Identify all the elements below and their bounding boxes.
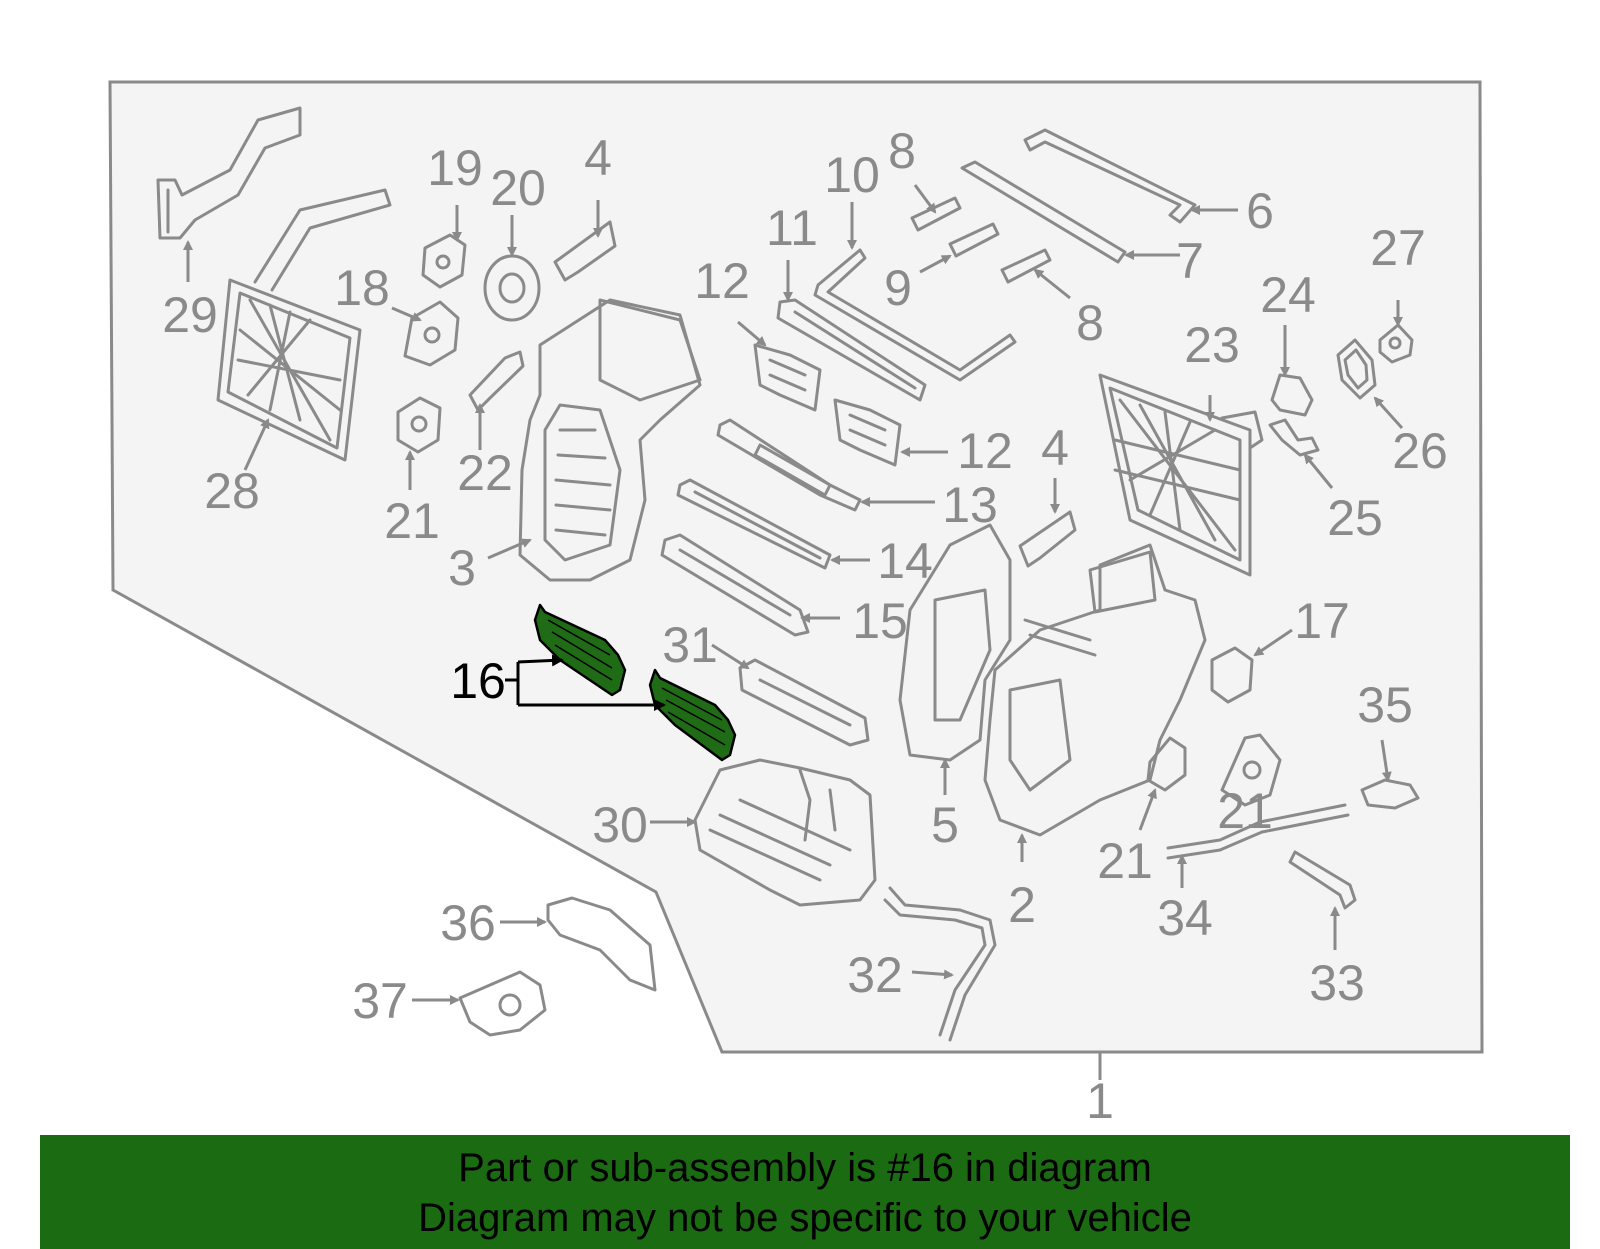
callout-21-b: 21 [1097,833,1153,889]
part-25-clip[interactable] [1268,418,1320,457]
callout-25: 25 [1327,490,1383,546]
callout-15: 15 [852,593,908,649]
callout-33: 33 [1309,955,1365,1011]
part-21-actuator-a[interactable] [396,396,442,454]
part-31-door[interactable] [738,658,870,747]
callout-18: 18 [334,260,390,316]
info-banner: Part or sub-assembly is #16 in diagram D… [40,1135,1570,1249]
callout-7: 7 [1176,233,1204,289]
part-9-seal[interactable] [948,222,1000,258]
callout-35: 35 [1357,677,1413,733]
part-21-actuator-c[interactable] [1220,733,1282,807]
part-14-door[interactable] [676,478,832,570]
callout-1: 1 [1086,1073,1114,1129]
callout-6: 6 [1246,183,1274,239]
callout-8-b: 8 [1076,295,1104,351]
callout-29: 29 [162,287,218,343]
part-13-door[interactable] [716,418,862,512]
assembly-panel [108,80,1484,1054]
part-8-seal-a[interactable] [910,196,962,232]
callout-11: 11 [766,200,818,256]
banner-line-1: Part or sub-assembly is #16 in diagram [458,1146,1152,1190]
callout-24: 24 [1260,267,1316,323]
part-36-duct[interactable] [546,896,657,992]
part-10-seal[interactable] [813,248,1017,382]
callout-13: 13 [942,477,998,533]
part-4-bracket-b[interactable] [1018,510,1077,568]
callout-32: 32 [847,947,903,1003]
part-33-tube[interactable] [1288,850,1357,910]
part-34-drain-tube[interactable] [1166,803,1350,860]
part-3-case[interactable] [518,298,702,582]
callout-20: 20 [490,160,546,216]
part-19-actuator[interactable] [421,233,467,289]
callout-12-a: 12 [694,253,750,309]
callout-21-c: 21 [1217,783,1273,839]
callout-16: 16 [450,653,506,709]
callout-16-leader [505,654,666,711]
callout-22: 22 [457,445,513,501]
callout-labels: 1 2 3 4 4 5 6 7 8 8 9 10 11 12 12 13 14 … [162,123,1448,1129]
part-28-heater-core[interactable] [216,188,392,462]
part-26-gasket[interactable] [1336,338,1377,400]
callout-17: 17 [1294,593,1350,649]
part-6-gasket[interactable] [1023,128,1197,224]
part-32-hose[interactable] [883,886,997,1042]
callout-23: 23 [1184,317,1240,373]
callout-5: 5 [931,797,959,853]
callout-12-b: 12 [957,423,1013,479]
part-29-bracket[interactable] [156,106,302,240]
callout-28: 28 [204,463,260,519]
part-16-door-lower[interactable] [648,668,737,762]
callout-10: 10 [824,147,880,203]
part-8-seal-b[interactable] [1000,248,1052,284]
part-12-door-b[interactable] [833,398,902,467]
part-5-case-half[interactable] [898,523,1012,762]
part-18-actuator[interactable] [403,300,460,367]
callout-3: 3 [448,540,476,596]
part-37-actuator[interactable] [458,970,547,1037]
callout-36: 36 [440,895,496,951]
callout-8-a: 8 [888,123,916,179]
part-23-evaporator[interactable] [1098,373,1264,577]
callout-14: 14 [877,533,933,589]
callout-9: 9 [884,260,912,316]
callout-4-a: 4 [584,130,612,186]
callout-37: 37 [352,973,408,1029]
part-16-door-upper[interactable] [533,603,627,697]
callout-26: 26 [1392,423,1448,479]
banner-line-2: Diagram may not be specific to your vehi… [418,1196,1192,1240]
part-17-actuator[interactable] [1210,646,1254,704]
part-30-lower-case[interactable] [693,758,877,907]
callout-21-a: 21 [384,493,440,549]
part-15-door[interactable] [660,533,810,637]
callout-34: 34 [1157,890,1213,946]
callout-4-b: 4 [1041,420,1069,476]
callout-27: 27 [1370,220,1426,276]
part-21-actuator-b[interactable] [1146,736,1187,792]
callout-31: 31 [662,617,718,673]
leader-lines [183,184,1404,1005]
part-2-main-case[interactable] [983,543,1207,837]
callout-19: 19 [427,140,483,196]
part-12-door-a[interactable] [753,343,822,412]
callout-30: 30 [592,797,648,853]
callout-2: 2 [1008,877,1036,933]
